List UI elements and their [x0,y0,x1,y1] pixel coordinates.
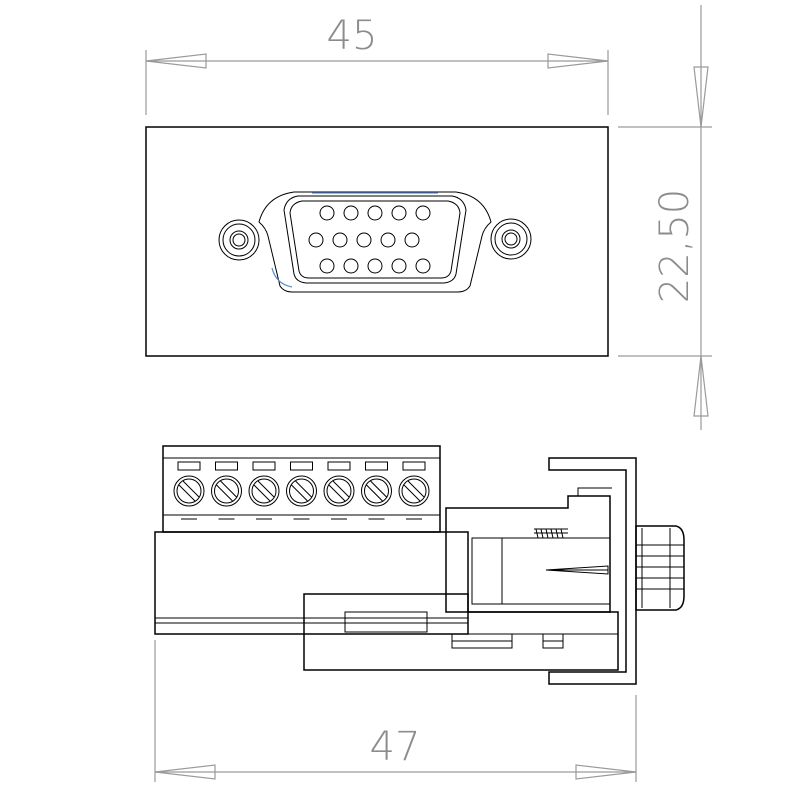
terminal-screw [398,461,430,520]
vga-pin [319,258,335,274]
terminal-screw [286,461,317,520]
vga-pin [367,205,383,221]
side-view [154,445,685,685]
module-housing [445,487,612,613]
vga-pin [308,232,324,248]
front-plate [145,126,609,357]
vga-pin [415,205,431,221]
vga-pin [380,232,396,248]
connector-nose [635,525,685,611]
terminal-screw [211,461,242,520]
vga-pin [391,205,407,221]
terminal-screw [248,461,280,520]
vga-pin [332,232,348,248]
dimension-bottom-width-label: 47 [370,724,421,770]
dimension-bottom-width: 47 [154,640,637,782]
dimension-height: 22,50 [618,5,712,430]
dimension-top-width: 45 [145,13,609,115]
vga-pin [391,258,407,274]
mounting-screw-left [218,219,260,261]
vga-pin [367,258,383,274]
vga-pin [404,232,420,248]
mounting-screw-right [490,218,532,260]
terminal-screw [173,461,205,520]
vga-pin [356,232,372,248]
terminal-block [162,445,441,533]
terminal-screw [361,461,392,520]
lower-carrier [303,593,619,671]
module-body [154,531,469,635]
vga-pins [308,205,431,274]
terminal-screws [173,461,430,520]
vga-connector-shell [258,191,492,293]
vga-pin [343,205,359,221]
vga-pin [343,258,359,274]
dimension-height-label: 22,50 [652,189,698,304]
vga-pin [319,205,335,221]
vga-pin [415,258,431,274]
terminal-screw [323,461,355,520]
dimension-top-width-label: 45 [327,13,378,59]
